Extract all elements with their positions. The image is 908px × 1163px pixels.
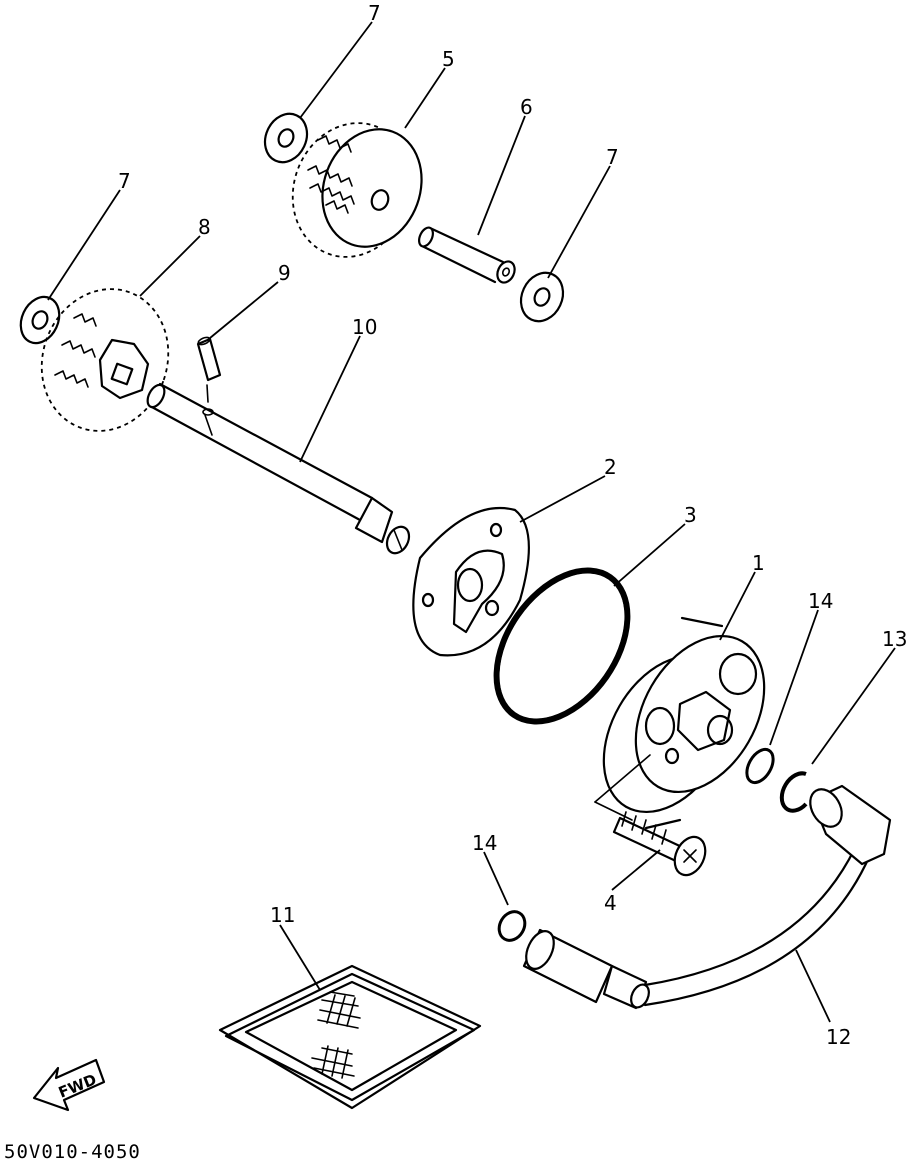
leader-lines: [47, 21, 896, 1023]
callout-3: 3: [684, 503, 697, 527]
washer-7-right: [519, 271, 565, 323]
callout-11: 11: [270, 903, 295, 927]
pump-body-1: [594, 616, 766, 830]
gear-8: [40, 288, 170, 432]
fwd-arrow: FWD: [32, 1058, 106, 1112]
callout-14-right: 14: [808, 589, 833, 613]
callout-2: 2: [604, 455, 617, 479]
callout-7-right: 7: [606, 145, 619, 169]
screen-11: [218, 964, 482, 1110]
callout-7-top: 7: [368, 1, 381, 25]
callout-1: 1: [752, 551, 765, 575]
callout-7-left: 7: [118, 169, 131, 193]
callout-labels: 7 5 6 7 7 8 9 10 2 3 1 14 13 4 14 11 12: [118, 1, 907, 1049]
pipe-12: [522, 784, 892, 1010]
washer-7-left: [19, 295, 61, 345]
shaft-6: [418, 226, 516, 284]
drawing-code: 50V010-4050: [4, 1141, 141, 1163]
o-ring-3: [493, 567, 631, 725]
plate-2: [412, 506, 530, 657]
o-ring-14-right: [745, 747, 775, 785]
callout-8: 8: [198, 215, 211, 239]
callout-6: 6: [520, 95, 533, 119]
callout-13: 13: [882, 627, 907, 651]
callout-10: 10: [352, 315, 377, 339]
shaft-10: [146, 382, 411, 555]
screw-4: [612, 811, 707, 877]
gear-5: [291, 122, 423, 258]
callout-12: 12: [826, 1025, 851, 1049]
callout-14-left: 14: [472, 831, 497, 855]
callout-4: 4: [604, 891, 617, 915]
washer-7-top: [263, 112, 309, 164]
callout-5: 5: [442, 47, 455, 71]
callout-9: 9: [278, 261, 291, 285]
circlip-13: [779, 771, 808, 813]
pin-9: [196, 336, 222, 403]
o-ring-14-left: [497, 910, 527, 942]
